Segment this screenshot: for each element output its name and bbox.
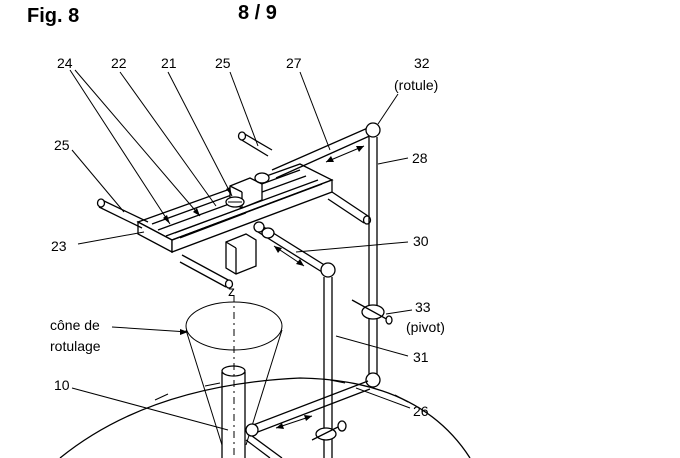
label-32: 32 xyxy=(414,55,430,71)
label-22: 22 xyxy=(111,55,127,71)
label-33: 33 xyxy=(415,299,431,315)
label-31: 31 xyxy=(413,349,429,365)
base-disc xyxy=(59,377,471,458)
reference-labels: 24 22 21 25 27 32 (rotule) 25 28 23 30 z… xyxy=(50,55,445,419)
ball-joint-32 xyxy=(365,122,381,138)
label-27: 27 xyxy=(286,55,302,71)
label-28: 28 xyxy=(412,150,428,166)
label-24: 24 xyxy=(57,55,73,71)
leader-lines xyxy=(69,69,413,431)
label-30: 30 xyxy=(413,233,429,249)
roller xyxy=(254,172,270,184)
shaft-joint xyxy=(245,423,259,437)
guide-rods xyxy=(96,131,372,289)
arm-26 xyxy=(247,380,371,436)
label-25-top: 25 xyxy=(215,55,231,71)
lower-pivot xyxy=(311,420,347,441)
arm-27 xyxy=(271,126,375,179)
label-cone-line1: cône de xyxy=(50,317,100,333)
label-z: z xyxy=(228,283,235,299)
central-shaft xyxy=(221,365,246,458)
label-10: 10 xyxy=(54,377,70,393)
motion-arrows xyxy=(273,145,365,429)
figure-number: Fig. 8 xyxy=(27,5,79,27)
label-25-left: 25 xyxy=(54,137,70,153)
ball-joint-30 xyxy=(320,262,336,278)
label-23: 23 xyxy=(51,238,67,254)
lower-joint xyxy=(365,372,381,388)
column-28 xyxy=(368,137,378,378)
label-32-sub: (rotule) xyxy=(394,77,438,93)
slider-block xyxy=(225,177,263,209)
arm-30 xyxy=(253,221,327,273)
label-33-sub: (pivot) xyxy=(406,319,445,335)
page-number: 8 / 9 xyxy=(238,2,277,24)
pivot-33 xyxy=(351,299,393,325)
label-26: 26 xyxy=(413,403,429,419)
motor-block xyxy=(225,233,257,275)
label-cone-line2: rotulage xyxy=(50,338,101,354)
label-21: 21 xyxy=(161,55,177,71)
